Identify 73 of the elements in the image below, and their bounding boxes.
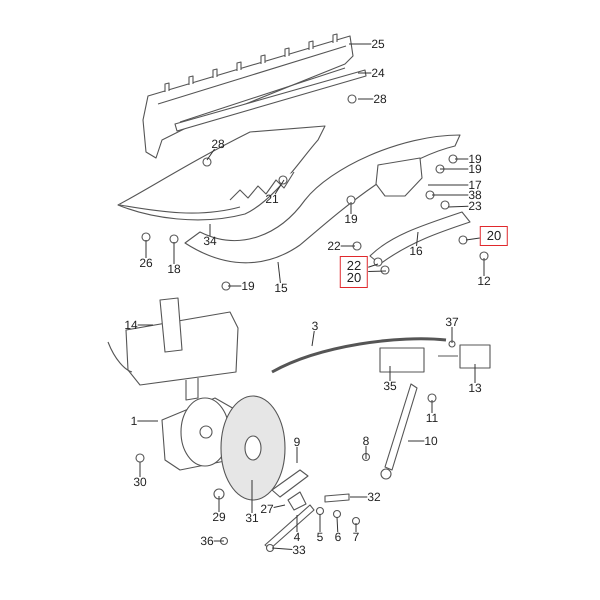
- callout-number: 8: [362, 436, 370, 446]
- callout-number: 19: [344, 214, 358, 224]
- leader-line: [428, 184, 469, 186]
- callout-number: 38: [468, 190, 482, 200]
- callout-number: 14: [124, 320, 138, 330]
- leader-line: [312, 330, 315, 346]
- callout-number: 9: [294, 437, 300, 447]
- callout-number: 28: [211, 139, 225, 149]
- leader-line: [350, 202, 352, 214]
- callout-number: 15: [274, 283, 288, 293]
- callout-number: 32: [367, 492, 381, 502]
- callout-number: 21: [265, 194, 279, 204]
- callout-number: 10: [424, 436, 438, 446]
- callout-number: 20: [486, 230, 502, 242]
- callout-number: 5: [316, 532, 324, 542]
- callout-number: 22: [346, 260, 362, 272]
- callout-number: 4: [294, 532, 300, 542]
- callout-number: 35: [383, 381, 397, 391]
- callout-number: 34: [203, 236, 217, 246]
- leader-line: [213, 540, 224, 542]
- callout-number: 30: [133, 477, 147, 487]
- leader-line: [137, 324, 154, 326]
- callout-number: 17: [468, 180, 482, 190]
- callout-number: 13: [468, 383, 482, 393]
- leader-line: [358, 72, 372, 74]
- callout-number: 27: [260, 504, 274, 514]
- leader-line: [218, 496, 220, 512]
- highlight-box: [340, 256, 368, 288]
- leader-line: [272, 548, 293, 550]
- callout-number: 19: [468, 154, 482, 164]
- callout-number: 6: [334, 532, 342, 542]
- leader-line: [474, 364, 476, 384]
- leader-line: [136, 420, 158, 422]
- callout-number: 37: [445, 317, 459, 327]
- leader-line: [274, 180, 284, 194]
- callout-number: 25: [371, 39, 385, 49]
- callout-number: 24: [371, 68, 385, 78]
- highlight-box: [480, 226, 508, 246]
- leader-line: [454, 158, 469, 160]
- callout-number: 20: [346, 272, 362, 284]
- callout-number: 19: [468, 164, 482, 174]
- leader-line: [466, 238, 480, 240]
- callout-number: 28: [373, 94, 387, 104]
- callout-number: 12: [477, 276, 491, 286]
- callout-number: 18: [167, 264, 181, 274]
- callout-number: 23: [468, 201, 482, 211]
- leader-line: [206, 148, 216, 160]
- callout-number: 36: [200, 536, 214, 546]
- leader-line: [416, 232, 418, 246]
- leader-line: [368, 270, 386, 272]
- leader-line: [296, 446, 298, 464]
- leader-line: [336, 516, 338, 532]
- callout-number: 3: [312, 321, 318, 331]
- leader-line: [358, 98, 374, 100]
- callout-number: 33: [292, 545, 306, 555]
- leader-line: [350, 496, 368, 498]
- leader-line: [448, 206, 469, 208]
- leader-line: [278, 262, 281, 284]
- callout-number: 11: [426, 413, 438, 423]
- leader-line: [408, 440, 425, 442]
- callout-number: 26: [139, 258, 153, 268]
- callout-number: 29: [212, 512, 226, 522]
- leader-line: [440, 168, 469, 170]
- callout-number: 31: [245, 513, 259, 523]
- leader-line: [296, 514, 298, 532]
- leader-line: [273, 504, 286, 508]
- callout-number: 19: [241, 281, 255, 291]
- callout-number: 1: [130, 416, 138, 426]
- callout-number: 22: [327, 241, 341, 251]
- leader-line: [432, 194, 469, 196]
- leader-line: [368, 264, 378, 268]
- callout-number: 7: [352, 532, 360, 542]
- callout-number: 16: [409, 246, 423, 256]
